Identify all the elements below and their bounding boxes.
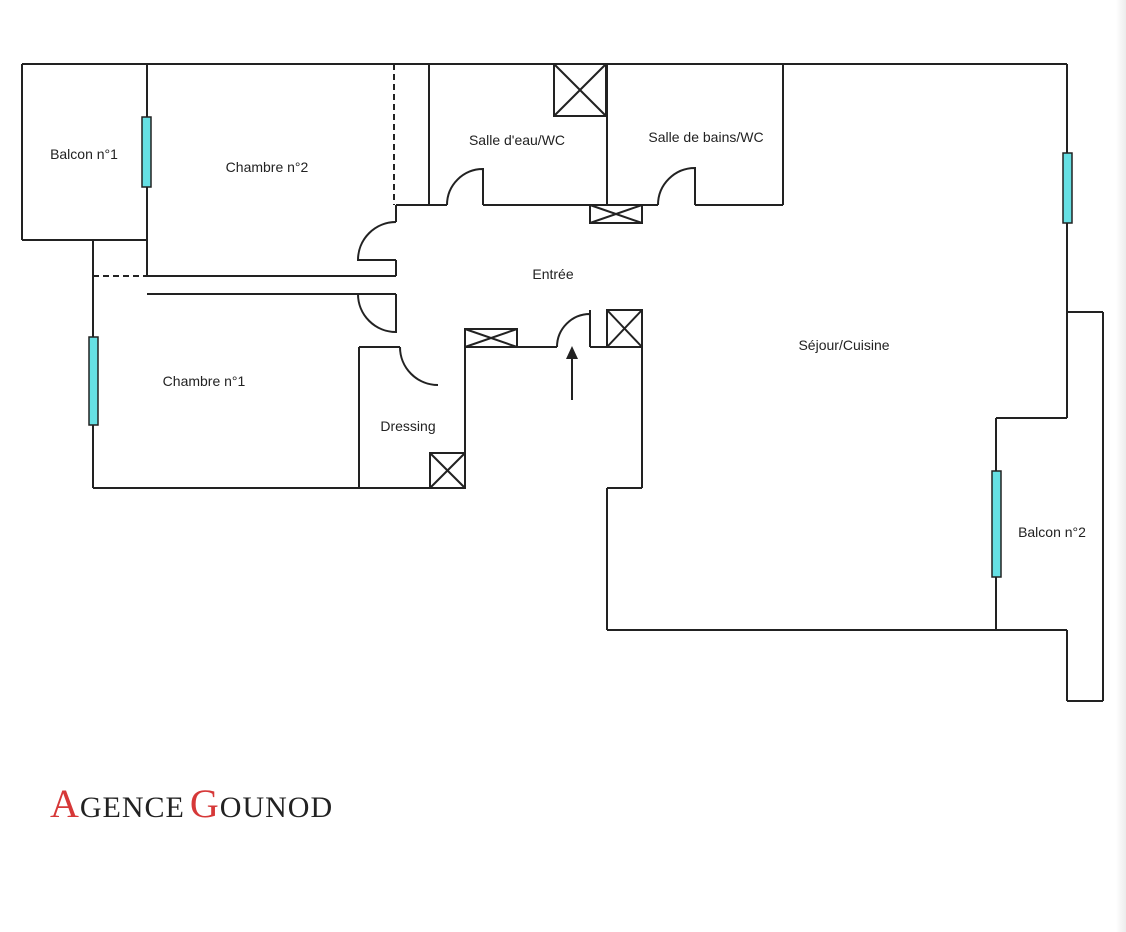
label-salle-bains: Salle de bains/WC [648,129,763,145]
window-chambre1 [88,336,99,426]
label-chambre2: Chambre n°2 [226,159,309,175]
logo-word-agence: GENCE [79,791,185,824]
label-dressing: Dressing [380,418,435,434]
windows [88,116,1073,578]
door-chambre2 [356,221,397,261]
window-chambre2 [141,116,152,188]
entrance-arrow [566,346,578,400]
floor-plan: Balcon n°1 Chambre n°2 Salle d'eau/WC Sa… [21,63,1104,702]
door-entrance [556,312,591,348]
label-entree: Entrée [532,266,573,282]
ventilation-shafts [429,63,643,489]
label-salle-eau: Salle d'eau/WC [469,132,565,148]
window-sejour [1062,152,1073,224]
page-edge-shadow [1116,0,1126,932]
door-salle-bains [657,166,696,206]
agency-logo: AGENCE GOUNOD [50,780,333,827]
logo-initial-a: A [50,781,80,826]
door-dressing [399,346,439,386]
door-salle-eau [446,167,484,206]
logo-initial-g: G [189,781,220,826]
shaft-icon [429,452,466,489]
dashed-partitions [93,64,395,277]
label-balcon2: Balcon n°2 [1018,524,1086,540]
label-chambre1: Chambre n°1 [163,373,246,389]
label-sejour: Séjour/Cuisine [798,337,889,353]
door-chambre1 [356,293,397,334]
logo-word-gounod: OUNOD [219,791,334,824]
shaft-icon [464,328,518,348]
shaft-icon [553,63,607,117]
shaft-icon [589,204,643,224]
room-labels: Balcon n°1 Chambre n°2 Salle d'eau/WC Sa… [50,129,1086,540]
doors [356,166,696,386]
label-balcon1: Balcon n°1 [50,146,118,162]
window-balcon2 [991,470,1002,578]
shaft-icon [606,309,643,348]
